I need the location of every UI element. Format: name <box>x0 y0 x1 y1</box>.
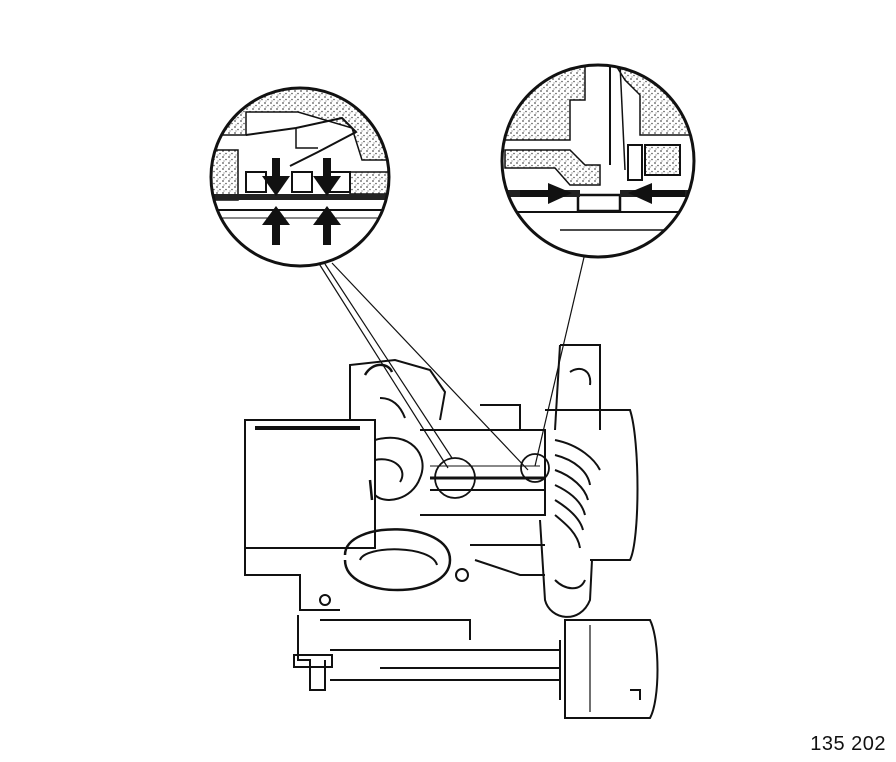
detail-view-right <box>500 63 696 259</box>
figure-number: 135 202 <box>810 733 886 755</box>
detail-view-left <box>209 86 391 268</box>
assembly-drawing <box>244 344 659 719</box>
